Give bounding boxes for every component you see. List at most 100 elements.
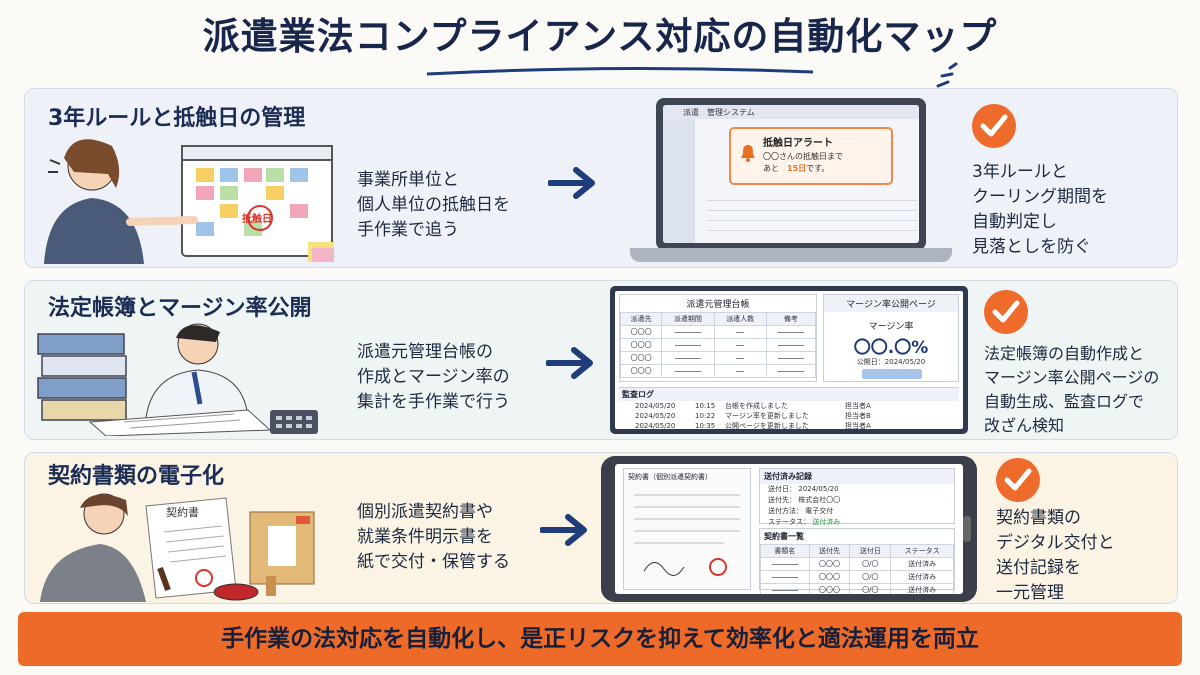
ledger-header: 派遣先 [619, 312, 663, 326]
check-icon [984, 290, 1028, 334]
log-time: 10:22 [695, 412, 716, 420]
record-value: 2024/05/20 [798, 485, 839, 493]
deadline-alert: 抵触日アラート 〇〇さんの抵触日まで あと 15日です。 [729, 127, 893, 185]
log-user: 担当者A [845, 402, 871, 410]
manual-line: 事業所単位と [357, 170, 459, 190]
result-line: デジタル交付と [996, 533, 1115, 553]
title-underline [426, 66, 814, 76]
audit-log-title: 監査ログ [619, 388, 959, 401]
record-row: 送付先： 株式会社〇〇 [760, 495, 954, 506]
result-line: 改ざん検知 [984, 416, 1065, 435]
ledger-screen: 派遣元管理台帳 派遣先 派遣期間 派遣人数 備考 〇〇〇 〇〇〇 〇〇〇 〇〇〇… [610, 286, 968, 434]
ledger-cell: 〇〇〇 [619, 364, 663, 378]
manual-line: 個別派遣契約書や [357, 502, 493, 522]
contract-table: 書類名 送付先 送付日 ステータス 〇〇〇〇/〇送付済み 〇〇〇〇/〇送付済み … [760, 544, 954, 594]
worker-ledger-illustration [37, 323, 318, 436]
automation-result-text: 契約書類の デジタル交付と 送付記録を 一元管理 [996, 506, 1115, 606]
automation-result-text: 3年ルールと クーリング期間を 自動判定し 見落としを防ぐ [972, 160, 1108, 260]
record-value: 株式会社〇〇 [798, 496, 841, 504]
status-badge: 送付済み [890, 570, 954, 584]
status-badge: 送付済み [812, 518, 841, 526]
log-date: 2024/05/20 [635, 412, 676, 420]
manual-line: 派遣元管理台帳の [357, 342, 493, 362]
margin-value: 〇〇.〇% [853, 338, 929, 358]
app-sidebar [663, 119, 695, 243]
record-label: 送付方法： [768, 507, 803, 515]
list-cell: 〇〇〇 [808, 583, 851, 594]
check-icon [996, 458, 1040, 502]
app-prefix: 派遣 [683, 108, 699, 117]
margin-page-panel: マージン率公開ページ マージン率 〇〇.〇% 公開日：2024/05/20 [823, 294, 959, 382]
record-title: 送付済み記録 [760, 469, 954, 484]
table-row: 〇〇〇 [619, 338, 817, 352]
ledger-header: 派遣人数 [713, 312, 767, 326]
result-line: 送付記録を [996, 558, 1081, 578]
table-row: 〇〇〇 [619, 364, 817, 378]
manual-process-text: 事業所単位と 個人単位の抵触日を 手作業で追う [357, 168, 510, 243]
manual-line: 個人単位の抵触日を [357, 195, 510, 215]
result-line: 契約書類の [996, 508, 1081, 528]
automation-result-text: 法定帳簿の自動作成と マージン率公開ページの 自動生成、監査ログで 改ざん検知 [984, 342, 1159, 438]
worker-contract-illustration [40, 493, 315, 602]
ledger-table: 派遣先 派遣期間 派遣人数 備考 〇〇〇 〇〇〇 〇〇〇 〇〇〇 [619, 312, 817, 378]
list-header: ステータス [890, 544, 954, 558]
app-titlebar: 派遣 管理システム [663, 105, 919, 119]
ledger-header: 備考 [765, 312, 817, 326]
manual-process-text: 派遣元管理台帳の 作成とマージン率の 集計を手作業で行う [357, 340, 510, 415]
result-line: 3年ルールと [972, 162, 1068, 182]
list-header: 送付日 [849, 544, 892, 558]
delivery-record: 送付済み記録 送付日： 2024/05/20 送付先： 株式会社〇〇 送付方法：… [759, 468, 955, 526]
list-header: 送付先 [808, 544, 851, 558]
document-title: 契約書（個別派遣契約書） [628, 473, 712, 481]
tablet-screen: 契約書（個別派遣契約書） 送付済み記録 送付日： 2024/05/20 送付先：… [601, 456, 977, 602]
table-row: 〇〇〇〇/〇送付済み [760, 570, 954, 584]
deadline-mark-label: 抵触日 [242, 214, 272, 225]
log-user: 担当者A [845, 422, 871, 429]
log-action: マージン率を更新しました [725, 412, 809, 420]
arrow-right-icon [548, 167, 595, 199]
manual-line: 集計を手作業で行う [357, 392, 510, 412]
table-row: 〇〇〇〇/〇送付済み [760, 557, 954, 571]
record-value: 電子交付 [805, 507, 834, 515]
list-header: 書類名 [760, 544, 810, 558]
list-cell: 〇〇〇 [808, 557, 851, 571]
log-time: 10:15 [695, 402, 716, 410]
log-action: 台帳を作成しました [725, 402, 788, 410]
laptop-screen: 派遣 管理システム 抵触日アラート 〇〇さんの抵触日まで あと 15日です。 [656, 98, 926, 250]
manual-line: 就業条件明示書を [357, 527, 493, 547]
contract-document-preview: 契約書（個別派遣契約書） [623, 468, 751, 590]
result-line: 法定帳簿の自動作成と [984, 344, 1145, 363]
check-icon [972, 104, 1016, 148]
record-label: 送付日： [768, 485, 796, 493]
section-title: 3年ルールと抵触日の管理 [48, 106, 306, 131]
record-list [707, 193, 917, 233]
ledger-cell: 〇〇〇 [619, 351, 663, 365]
log-date: 2024/05/20 [635, 422, 676, 429]
margin-publish-date: 公開日：2024/05/20 [856, 358, 926, 366]
record-label: 送付先： [768, 496, 796, 504]
download-button[interactable] [862, 369, 922, 379]
alert-prefix: あと [763, 164, 779, 173]
manual-line: 作成とマージン率の [357, 367, 510, 387]
ledger-title: 派遣元管理台帳 [686, 300, 750, 310]
list-cell: 〇/〇 [849, 583, 892, 594]
result-line: 見落としを防ぐ [972, 237, 1091, 257]
alert-days-remaining: 15日 [787, 164, 807, 173]
section-title: 法定帳簿とマージン率公開 [48, 296, 312, 321]
laptop-base [630, 248, 952, 262]
list-cell: 〇/〇 [849, 570, 892, 584]
page-title: 派遣業法コンプライアンス対応の自動化マップ [202, 15, 998, 58]
alert-title: 抵触日アラート [763, 138, 833, 149]
document-body-lines [634, 494, 740, 576]
record-label: ステータス： [768, 518, 810, 526]
table-row: 〇〇〇 [619, 325, 817, 339]
record-row: 送付方法： 電子交付 [760, 506, 954, 517]
result-line: マージン率公開ページの [984, 368, 1160, 387]
app-title: 管理システム [707, 108, 755, 117]
arrow-right-icon [546, 347, 593, 379]
alert-body: 〇〇さんの抵触日まで あと 15日です。 [763, 151, 843, 175]
ledger-table-panel: 派遣元管理台帳 派遣先 派遣期間 派遣人数 備考 〇〇〇 〇〇〇 〇〇〇 〇〇〇 [619, 294, 817, 382]
